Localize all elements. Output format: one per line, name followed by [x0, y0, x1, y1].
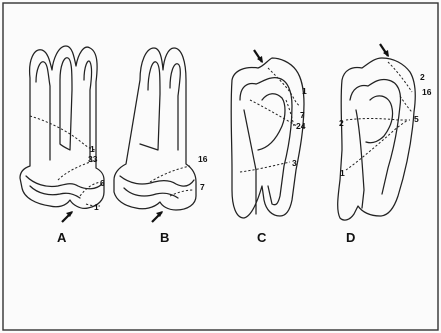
tooth-c-caption: C: [257, 230, 267, 245]
tooth-c: [231, 50, 304, 218]
tooth-a-label-1: 1: [90, 144, 95, 154]
figure-border: [3, 3, 438, 330]
tooth-d-label-2: 16: [422, 87, 432, 97]
tooth-b-label-2: 7: [200, 182, 205, 192]
tooth-d-label-4: 5: [414, 114, 419, 124]
tooth-a-label-4: 1: [94, 202, 99, 212]
tooth-c-label-3: 24: [296, 121, 306, 131]
tooth-a-caption: A: [57, 230, 67, 245]
tooth-c-label-4: 3: [292, 158, 297, 168]
tooth-b-caption: B: [160, 230, 169, 245]
tooth-a-label-2: 33: [88, 154, 98, 164]
tooth-d-label-3: 2: [339, 118, 344, 128]
tooth-a-label-3: 6: [100, 178, 105, 188]
tooth-d-label-5: 1: [340, 168, 345, 178]
tooth-b: [114, 48, 196, 222]
tooth-b-label-1: 16: [198, 154, 208, 164]
tooth-a: [20, 46, 104, 222]
tooth-d-caption: D: [346, 230, 355, 245]
tooth-d: [338, 44, 416, 220]
tooth-c-label-1: 1: [302, 86, 307, 96]
tooth-c-label-2: 7: [300, 110, 305, 120]
tooth-d-label-1: 2: [420, 72, 425, 82]
